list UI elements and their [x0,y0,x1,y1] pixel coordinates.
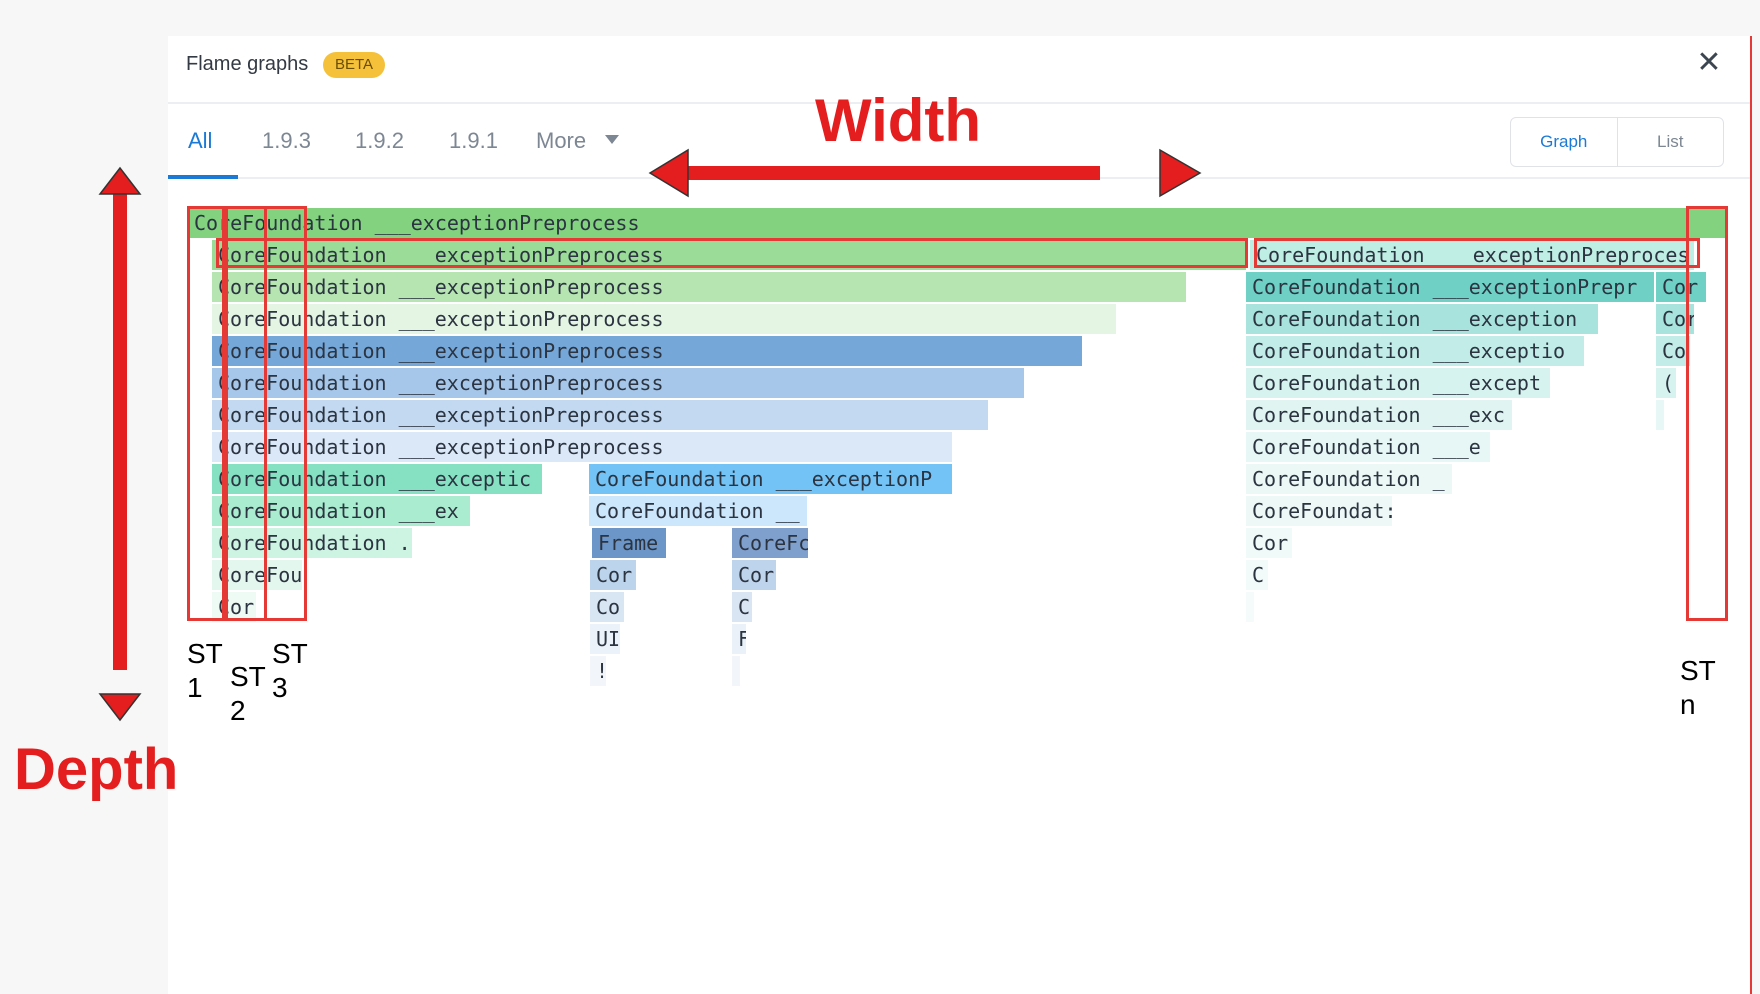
beta-badge: BETA [323,52,386,78]
flame-frame[interactable]: Cor [732,560,776,590]
tab-1-9-3[interactable]: 1.9.3 [262,128,311,153]
flame-frame[interactable]: CoreFoundation ___ex [212,496,470,526]
chevron-down-icon[interactable] [605,135,619,144]
st3-label-top: ST [272,638,308,669]
flame-frame[interactable]: Cor [590,560,636,590]
flame-frame[interactable]: CoreFoundation _ [1246,464,1452,494]
flame-frame[interactable]: CoreFc [732,528,808,558]
flame-frame[interactable]: ! [590,656,606,686]
flame-frame[interactable]: CoreFoundation ___exceptionPreprocess [212,272,1186,302]
graph-view-button[interactable]: Graph [1511,118,1618,166]
flame-frame[interactable]: Co [1656,336,1690,366]
flame-frame[interactable]: CoreFoundat: [1246,496,1392,526]
stn-label-bottom: n [1680,689,1696,720]
flame-frame[interactable]: CoreFoundation ___exceptionPreprocess [212,336,1082,366]
flame-frame[interactable]: CoreFoundation ___e [1246,432,1490,462]
flame-frame[interactable]: Cor [1246,528,1292,558]
flame-frame[interactable]: ( [1656,368,1676,398]
list-view-button[interactable]: List [1657,132,1684,151]
flame-frame[interactable]: CoreFoundation ___except [1246,368,1550,398]
depth-arrow [98,166,142,722]
st1-label-bottom: 1 [187,672,203,703]
flame-frame[interactable]: CoreFoundation . [212,528,412,558]
flame-frame[interactable]: CoreFoundation ___exceptionPreprocess [212,432,952,462]
flame-frame[interactable]: Cor [1656,272,1706,302]
flame-frame[interactable]: C [1246,560,1268,590]
panel-header [168,36,1750,104]
panel-title: Flame graphs [186,53,309,75]
flame-frame[interactable]: CoreFoundation ___exceptionPreprocess [188,208,1728,238]
flame-frame[interactable]: F [732,624,746,654]
st2-label-top: ST [230,661,266,692]
panel-edge-line [1750,36,1752,994]
tab-all[interactable]: All [188,128,213,153]
flame-frame[interactable]: CoreFoundation ___exceptionPrepr [1246,272,1654,302]
flame-frame[interactable]: CoreFoundation ___exceptionP [589,464,952,494]
flame-frame[interactable]: CoreFoundation ___exceptio [1246,336,1584,366]
width-arrow [648,148,1202,198]
flame-frame[interactable]: CoreFoundation ___exc [1246,400,1512,430]
flame-frame[interactable]: CoreFoundation ___exceptionPreprocess [212,400,988,430]
flame-frame[interactable] [1656,400,1664,430]
flame-frame[interactable]: CoreFoundation ___exceptionPreprocess [212,368,1024,398]
flame-frame[interactable]: C [732,592,752,622]
flame-frame[interactable]: CoreFoundation ___exception [1246,304,1598,334]
tab-1-9-2[interactable]: 1.9.2 [355,128,404,153]
flame-frame[interactable]: CoreFoundation ___exceptionPreprocess [212,304,1116,334]
view-toggle: Graph List [1510,117,1724,167]
tab-more[interactable]: More [536,128,587,153]
flame-frame[interactable]: CoreFoundation ___exceptic [212,464,542,494]
flame-frame[interactable] [732,656,740,686]
stn-label-top: ST [1680,655,1716,686]
st2-label-bottom: 2 [230,695,246,726]
tab-1-9-1[interactable]: 1.9.1 [449,128,498,153]
flame-frame[interactable]: Co: [590,592,624,622]
flame-frame[interactable]: CoreFoundation __ [589,496,807,526]
depth-label: Depth [14,737,179,802]
flame-frame[interactable]: UI [590,624,620,654]
st1-label-top: ST [187,638,223,669]
flame-frame[interactable] [1246,592,1254,622]
flame-frame[interactable]: Frame [592,528,666,558]
active-tab-indicator [168,175,238,179]
st3-label-bottom: 3 [272,672,288,703]
close-icon[interactable]: ✕ [1696,46,1722,79]
width-label: Width [815,87,982,154]
